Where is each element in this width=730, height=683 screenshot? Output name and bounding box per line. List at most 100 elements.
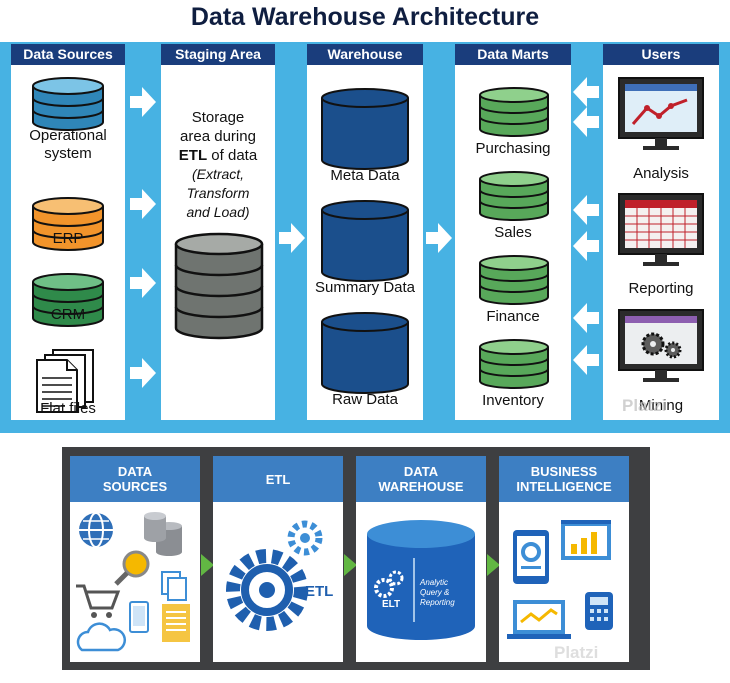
bi-device-icons bbox=[507, 520, 613, 639]
warehouse-cylinder-icon bbox=[367, 520, 475, 640]
staging-etl-bold: ETL bbox=[178, 147, 208, 164]
warehouse-label-summary: Summary Data bbox=[314, 279, 416, 296]
column-header-users: Users bbox=[603, 44, 719, 65]
bottom-header-data-sources: DATA SOURCES bbox=[70, 456, 200, 502]
warehouse-label-raw: Raw Data bbox=[332, 391, 398, 408]
bottom-header-data-sources-line2: SOURCES bbox=[102, 479, 168, 494]
arrow-left-icon bbox=[573, 77, 599, 107]
cart-icon bbox=[76, 584, 121, 618]
column-header-data-sources: Data Sources bbox=[11, 44, 125, 65]
database-icon-operational bbox=[32, 77, 104, 131]
mart-database-icon-sales bbox=[479, 171, 549, 221]
etl-gears-icon bbox=[226, 520, 323, 631]
source-icons bbox=[32, 77, 104, 413]
arrow-right-icon bbox=[279, 223, 305, 253]
laptop-icon bbox=[507, 600, 571, 639]
arrow-left-icon bbox=[573, 231, 599, 261]
bottom-header-etl-text: ETL bbox=[265, 472, 291, 487]
chart-monitor-icon bbox=[561, 520, 611, 560]
database-icon-crm bbox=[32, 273, 104, 327]
mart-cylinders bbox=[479, 87, 549, 389]
arrow-right-icon bbox=[130, 87, 156, 117]
bottom-header-business-intelligence: BUSINESS INTELLIGENCE bbox=[499, 456, 629, 502]
bottom-header-bi-line2: INTELLIGENCE bbox=[516, 479, 612, 494]
staging-text-line2: area during bbox=[180, 128, 256, 145]
reporting-monitor-icon bbox=[618, 193, 704, 266]
arrow-right-icon bbox=[487, 554, 500, 576]
column-users: Users bbox=[603, 44, 719, 420]
column-data-marts: Data Marts bbox=[455, 44, 571, 420]
arrow-right-icon bbox=[344, 554, 357, 576]
column-header-staging-area: Staging Area bbox=[161, 44, 275, 65]
arrow-left-icon bbox=[573, 345, 599, 375]
bottom-header-data-warehouse: DATA WAREHOUSE bbox=[356, 456, 486, 502]
analysis-monitor-icon bbox=[618, 77, 704, 150]
database-icon-erp bbox=[32, 197, 104, 251]
column-header-data-marts: Data Marts bbox=[455, 44, 571, 65]
mart-label-sales: Sales bbox=[494, 224, 532, 241]
mart-database-icon-inventory bbox=[479, 339, 549, 389]
globe-icon bbox=[79, 512, 113, 548]
warehouse-cylinders bbox=[321, 88, 409, 394]
diagram-title: Data Warehouse Architecture bbox=[190, 3, 540, 31]
source-label-flat-files: Flat files bbox=[40, 400, 96, 417]
database-icon bbox=[144, 512, 182, 556]
calculator-icon bbox=[585, 592, 613, 630]
bottom-column-data-warehouse: DATA WAREHOUSE ELT Analytic Query & Repo… bbox=[356, 456, 486, 662]
staging-text-line3: ETL of data bbox=[161, 146, 275, 165]
flat-files-icon bbox=[36, 349, 94, 413]
search-icon bbox=[114, 550, 150, 586]
cloud-icon bbox=[76, 622, 127, 652]
warehouse-elt-label: ELT bbox=[382, 599, 401, 610]
architecture-diagram-bottom: DATA SOURCES bbox=[62, 447, 650, 670]
user-monitor-icons bbox=[618, 77, 704, 382]
staging-text-line4: (Extract, bbox=[191, 166, 245, 182]
documents-icon bbox=[161, 571, 187, 601]
arrows-sources-to-staging bbox=[130, 87, 156, 388]
warehouse-database-icon-summary bbox=[321, 200, 409, 282]
arrow-right-icon bbox=[130, 268, 156, 298]
staging-database-icon bbox=[174, 232, 264, 340]
arrow-left-icon bbox=[573, 303, 599, 333]
warehouse-database-icon-raw bbox=[321, 312, 409, 394]
user-label-reporting: Reporting bbox=[628, 280, 694, 297]
mart-database-icon-purchasing bbox=[479, 87, 549, 137]
bottom-source-icons bbox=[76, 512, 190, 652]
architecture-diagram-top: Data Warehouse Architecture Data Sources bbox=[0, 3, 730, 433]
phone-icon bbox=[129, 601, 149, 633]
bottom-header-warehouse-line1: DATA bbox=[403, 464, 439, 479]
user-label-analysis: Analysis bbox=[633, 165, 689, 182]
warehouse-label-meta: Meta Data bbox=[330, 167, 400, 184]
staging-text-line1: Storage bbox=[191, 109, 245, 126]
staging-etl-rest: of data bbox=[207, 147, 258, 164]
mining-monitor-icon bbox=[618, 309, 704, 382]
bottom-header-bi-line1: BUSINESS bbox=[530, 464, 598, 479]
watermark-top: Platzi bbox=[622, 396, 667, 415]
bottom-header-etl: ETL bbox=[213, 456, 343, 502]
column-staging-area: Staging Area Storage area during ETL of … bbox=[161, 44, 275, 420]
bottom-header-warehouse-line2: WAREHOUSE bbox=[378, 479, 464, 494]
mart-label-purchasing: Purchasing bbox=[475, 140, 551, 157]
document-icon bbox=[162, 604, 190, 642]
arrow-left-icon bbox=[573, 195, 599, 225]
arrow-left-icon bbox=[573, 107, 599, 137]
bottom-column-business-intelligence: BUSINESS INTELLIGENCE bbox=[499, 456, 629, 662]
staging-text-line6: and Load) bbox=[186, 204, 250, 220]
bottom-header-data-sources-line1: DATA bbox=[117, 464, 153, 479]
etl-icon-label: ETL bbox=[305, 583, 334, 600]
watermark-bottom: Platzi bbox=[554, 643, 599, 662]
source-label-operational: Operational system bbox=[29, 127, 107, 162]
column-data-sources: Data Sources bbox=[11, 44, 125, 420]
warehouse-caption-line3: Reporting bbox=[420, 598, 455, 607]
arrow-right-icon bbox=[130, 358, 156, 388]
arrow-right-icon bbox=[426, 223, 452, 253]
staging-text-line5: Transform bbox=[186, 185, 250, 201]
warehouse-caption-line2: Query & bbox=[420, 588, 450, 597]
arrows-users-to-marts bbox=[573, 77, 599, 375]
source-label-erp: ERP bbox=[52, 230, 84, 247]
column-header-warehouse: Warehouse bbox=[307, 44, 423, 65]
column-warehouse: Warehouse Meta Data Summary Data Raw Dat… bbox=[307, 44, 423, 420]
tablet-icon bbox=[513, 530, 549, 584]
bottom-column-etl: ETL ETL bbox=[213, 456, 343, 662]
arrow-right-icon bbox=[201, 554, 214, 576]
